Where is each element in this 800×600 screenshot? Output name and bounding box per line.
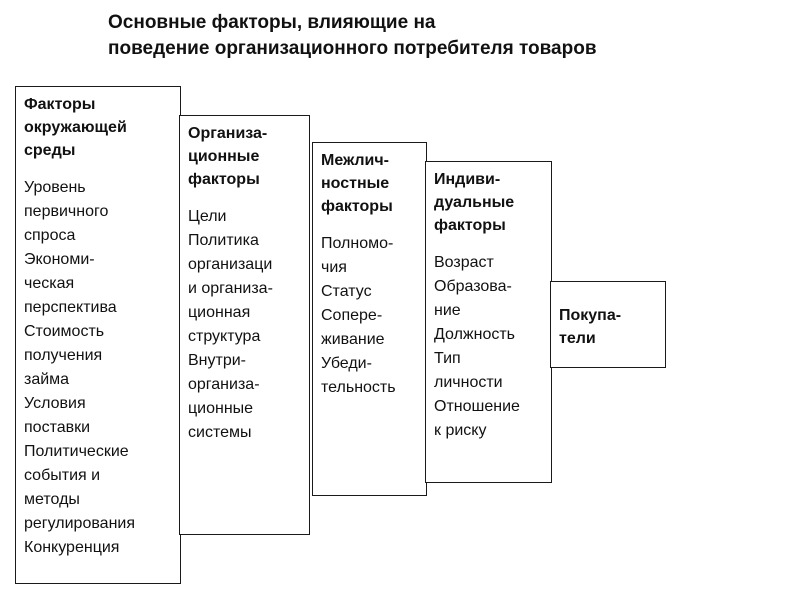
factor-list: Уровень первичного спроса Экономи- ческа…	[24, 176, 172, 560]
environment-factors-box: Факторы окружающей среды Уровень первичн…	[15, 86, 181, 584]
diagram-title: Основные факторы, влияющие на поведение …	[108, 10, 748, 62]
box-heading: Индиви- дуальные факторы	[434, 171, 515, 234]
factor-item: Политика организаци и организа- ционная …	[188, 232, 273, 345]
factor-item: Возраст	[434, 254, 494, 271]
title-line-2: поведение организационного потребителя т…	[108, 38, 597, 59]
factor-item: Отношение к риску	[434, 398, 520, 439]
factor-item: Стоимость получения займа	[24, 323, 105, 388]
factor-item: Тип личности	[434, 350, 503, 391]
factor-item: Полномо- чия	[321, 235, 394, 276]
factor-item: Цели	[188, 208, 227, 225]
buyers-box: Покупа- тели	[550, 281, 666, 368]
factor-item: Должность	[434, 326, 515, 343]
factor-item: Политические события и методы регулирова…	[24, 443, 136, 532]
factor-list: Цели Политика организаци и организа- цио…	[188, 205, 301, 445]
organizational-factors-box: Организа- ционные факторы Цели Политика …	[179, 115, 310, 535]
factor-item: Экономи- ческая перспектива	[24, 251, 117, 316]
factor-item: Статус	[321, 283, 372, 300]
factor-item: Условия поставки	[24, 395, 91, 436]
factor-list: Возраст Образова- ние Должность Тип личн…	[434, 251, 543, 443]
factor-item: Конкуренция	[24, 539, 120, 556]
individual-factors-box: Индиви- дуальные факторы Возраст Образов…	[425, 161, 552, 483]
factor-item: Уровень первичного спроса	[24, 179, 109, 244]
factor-list: Полномо- чия Статус Сопере- живание Убед…	[321, 232, 418, 400]
box-heading: Покупа- тели	[559, 307, 622, 347]
box-heading: Факторы окружающей среды	[24, 96, 127, 159]
box-heading: Организа- ционные факторы	[188, 125, 268, 188]
factor-item: Убеди- тельность	[321, 355, 396, 396]
box-heading: Межлич- ностные факторы	[321, 152, 393, 215]
interpersonal-factors-box: Межлич- ностные факторы Полномо- чия Ста…	[312, 142, 427, 496]
factor-item: Внутри- организа- ционные системы	[188, 352, 260, 441]
factor-item: Сопере- живание	[321, 307, 385, 348]
title-line-1: Основные факторы, влияющие на	[108, 12, 436, 33]
factor-item: Образова- ние	[434, 278, 512, 319]
